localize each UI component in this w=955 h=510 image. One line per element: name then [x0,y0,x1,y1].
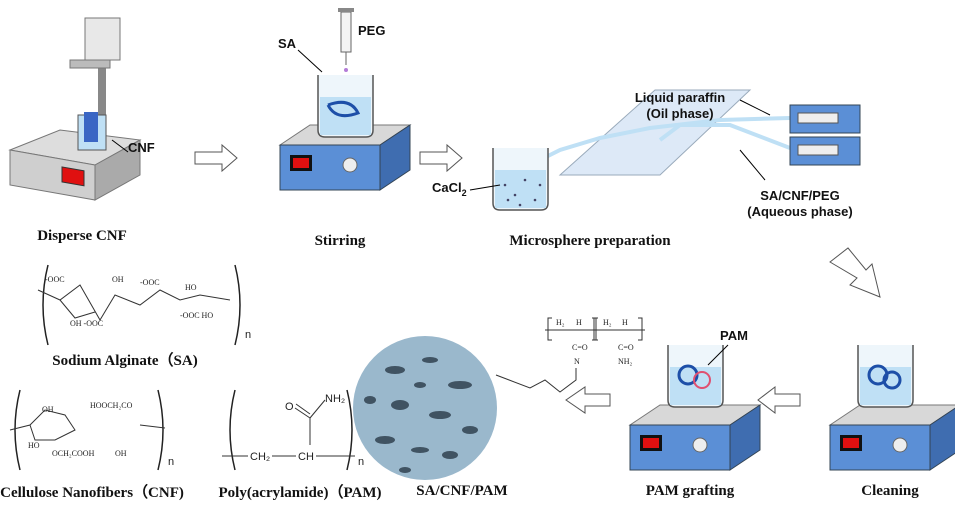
svg-text:CH: CH [298,451,314,463]
svg-text:H: H [622,318,628,327]
pam-label: PAM [720,328,748,343]
arrow-down-icon [829,247,881,298]
svg-text:OH: OH [112,275,124,284]
step-microsphere-label: Microsphere preparation [509,233,671,249]
step-disperse-label: Disperse CNF [37,228,127,244]
svg-text:OH -OOC: OH -OOC [70,319,103,328]
arrow-left-icon [565,386,611,414]
grafted-pam-structure: H₂ H H₂ H C=O C=O N NH₂ [495,317,645,393]
svg-text:n: n [168,456,174,468]
step-cleaning-label: Cleaning [861,483,919,499]
sa-pointer [297,49,323,73]
peg-label: PEG [358,23,385,38]
aqueous-phase-label-2: (Aqueous phase) [747,204,852,219]
cnf-pointer [111,139,129,153]
svg-text:C=O: C=O [618,343,634,352]
svg-text:n: n [245,329,251,341]
svg-text:H: H [576,318,582,327]
stirring-setup [279,8,411,191]
svg-text:-OOC HO: -OOC HO [180,311,213,320]
microsphere-image [353,336,497,480]
step-stirring-label: Stirring [315,233,366,249]
svg-text:OH: OH [115,449,127,458]
cacl2-label: CaCl2 [432,180,467,198]
svg-text:OH: OH [42,405,54,414]
pam-structure: CH₂ CH O NH₂ n [222,389,364,471]
grafting-setup [629,344,761,471]
svg-text:OCH₂COOH: OCH₂COOH [52,449,95,458]
svg-text:HO: HO [28,441,40,450]
svg-text:NH₂: NH₂ [618,357,633,366]
svg-text:-OOC: -OOC [45,275,65,284]
sa-label: SA [278,36,297,51]
svg-text:HO: HO [185,283,197,292]
svg-text:H₂: H₂ [603,318,612,327]
cnf-structure: OH HOOCH₂CO HO OCH₂COOH OH n [9,389,174,471]
svg-text:N: N [574,357,580,366]
oil-phase-label-1: Liquid paraffin [635,90,725,105]
arrow-right-icon [419,143,463,173]
svg-text:H₂: H₂ [556,318,565,327]
step-product-label: SA/CNF/PAM [416,483,507,499]
arrow-right-icon [194,143,238,173]
microfluidic-setup [492,89,861,211]
svg-text:O: O [285,401,294,413]
svg-text:NH₂: NH₂ [325,393,345,405]
svg-text:-OOC: -OOC [140,278,160,287]
svg-text:C=O: C=O [572,343,588,352]
sa-structure: -OOC OH -OOC HO OH -OOC -OOC HO n [37,264,251,346]
svg-text:HOOCH₂CO: HOOCH₂CO [90,401,133,410]
arrow-left-icon [757,385,801,415]
cleaning-setup [829,344,955,471]
disperser-device [8,17,142,201]
pam-structure-label: Poly(acrylamide)（PAM) [218,483,381,501]
cnf-structure-label: Cellulose Nanofibers（CNF) [0,483,184,501]
step-grafting-label: PAM grafting [646,483,735,499]
svg-text:CH₂: CH₂ [250,451,270,463]
oil-phase-label-2: (Oil phase) [646,106,713,121]
sa-structure-label: Sodium Alginate（SA) [52,351,197,369]
cnf-label: CNF [128,140,155,155]
aqueous-phase-label-1: SA/CNF/PEG [760,188,839,203]
svg-text:n: n [358,456,364,468]
